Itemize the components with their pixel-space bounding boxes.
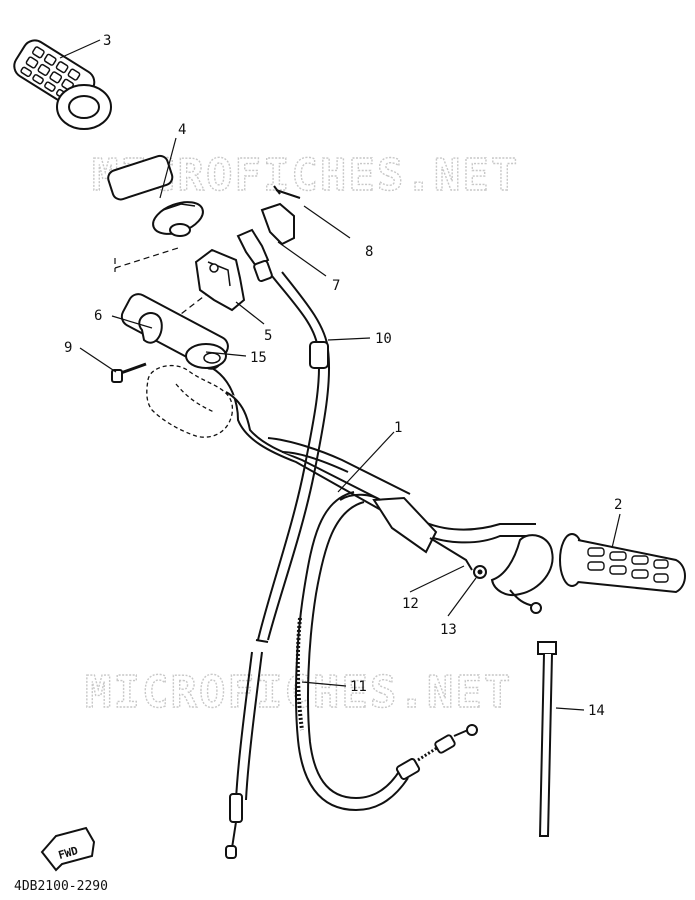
fwd-label: FWD: [57, 844, 80, 862]
right-clamp-part: [490, 534, 554, 614]
callout-13: 13: [440, 622, 457, 638]
fwd-arrow-icon: FWD: [40, 826, 96, 872]
throttle-cable-part: [225, 271, 331, 859]
callout-labels: 3 4 8 7 5 6 15 9 10 1 2 12 13 11 14: [64, 33, 622, 719]
callout-11: 11: [350, 679, 367, 695]
diagram-code: 4DB2100-2290: [14, 879, 108, 894]
right-grip-part: [559, 533, 686, 594]
callout-5: 5: [264, 328, 272, 344]
callout-8: 8: [365, 244, 373, 260]
left-grip-part: [13, 39, 112, 130]
clutch-cable-part: [295, 491, 478, 812]
cable-adjuster-part: [236, 228, 273, 283]
callout-4: 4: [178, 122, 186, 138]
throttle-housing-part: [194, 248, 246, 312]
callout-1: 1: [394, 420, 402, 436]
callout-12: 12: [402, 596, 419, 612]
clutch-lever-part: [339, 493, 487, 579]
handlebar-part: [211, 367, 536, 544]
callout-10: 10: [375, 331, 392, 347]
lever-bracket-part: [260, 185, 301, 246]
callout-14: 14: [588, 703, 605, 719]
ghost-lever-outline: [146, 364, 233, 438]
callout-15: 15: [250, 350, 267, 366]
callout-6: 6: [94, 308, 102, 324]
callout-9: 9: [64, 340, 72, 356]
callout-7: 7: [332, 278, 340, 294]
leader-lines: [59, 39, 621, 711]
left-bar-end: [120, 293, 229, 370]
cable-tie-part: [537, 641, 557, 837]
throttle-sleeve-part: [107, 154, 204, 237]
screw-part: [111, 362, 147, 383]
callout-2: 2: [614, 497, 622, 513]
callout-3: 3: [103, 33, 111, 49]
